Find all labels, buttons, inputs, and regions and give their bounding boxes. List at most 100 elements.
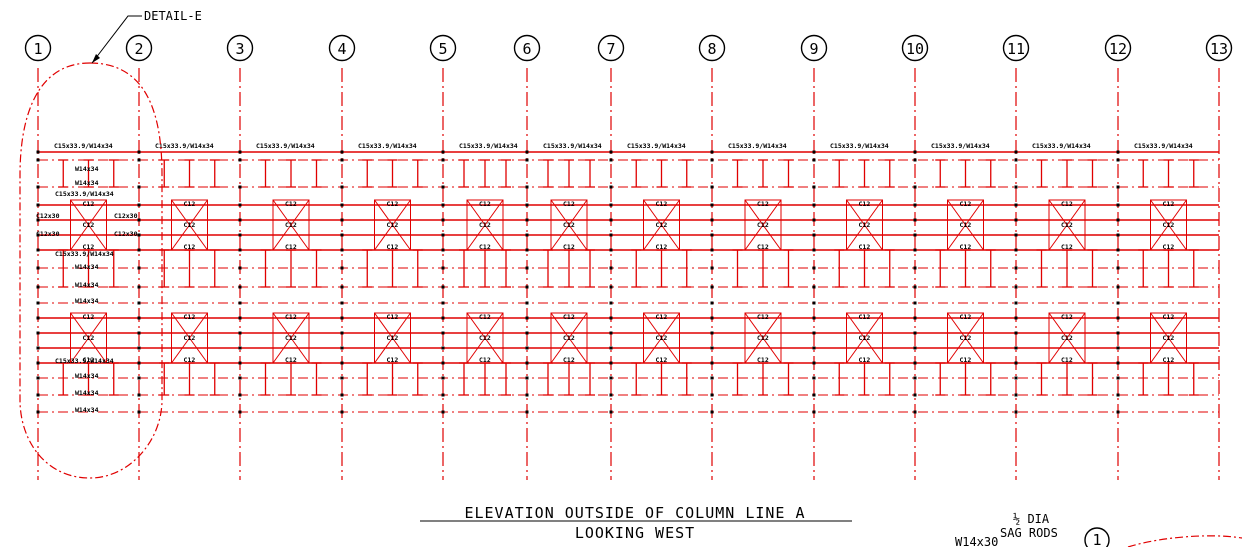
brace-label: C12 xyxy=(757,200,769,208)
column-bubble-label-1: 1 xyxy=(33,40,42,58)
x-brace-diagonal xyxy=(171,312,208,364)
connection-dot xyxy=(238,218,242,222)
connection-dot xyxy=(609,218,613,222)
top-channel-label: C15x33.9/W14x34 xyxy=(1134,142,1193,150)
column-bubble-label-11: 11 xyxy=(1007,40,1025,58)
girt-hangers xyxy=(36,150,1199,414)
brace-label: C12 xyxy=(960,200,972,208)
connection-dot xyxy=(36,150,40,154)
connection-dot xyxy=(525,301,529,305)
connection-dot xyxy=(812,393,816,397)
connection-dot xyxy=(1014,393,1018,397)
side-brace-label: C12x30 xyxy=(114,212,138,220)
brace-label: C12 xyxy=(1163,200,1175,208)
brace-label: C12 xyxy=(563,313,575,321)
connection-dot xyxy=(340,285,344,289)
brace-label: C12 xyxy=(1163,313,1175,321)
connection-dot xyxy=(609,376,613,380)
brace-label: C12 xyxy=(285,356,297,364)
column-bubble-label-7: 7 xyxy=(606,40,615,58)
connection-dot xyxy=(1014,158,1018,162)
connection-dot xyxy=(1116,203,1120,207)
brace-label: C12 xyxy=(656,200,668,208)
brace-label: C12 xyxy=(960,243,972,251)
x-brace-diagonal xyxy=(947,199,984,251)
connection-dot xyxy=(441,376,445,380)
top-channel-label: C15x33.9/W14x34 xyxy=(627,142,686,150)
connection-dot xyxy=(441,393,445,397)
connection-dot xyxy=(525,361,529,365)
girt-label-channel: C15x33.9/W14x34 xyxy=(55,190,114,198)
column-bubble-13 xyxy=(1205,34,1233,62)
connection-dot xyxy=(137,393,141,397)
brace-label: C12 xyxy=(859,221,871,229)
connection-dot xyxy=(36,203,40,207)
brace-label: C12 xyxy=(757,356,769,364)
connection-dot xyxy=(1116,361,1120,365)
connection-dot xyxy=(238,361,242,365)
connection-dot xyxy=(812,285,816,289)
connection-dot xyxy=(340,185,344,189)
x-brace-frame xyxy=(70,312,107,364)
top-channel-label: C15x33.9/W14x34 xyxy=(543,142,602,150)
connection-dot xyxy=(137,158,141,162)
connection-dot xyxy=(812,331,816,335)
connection-dot xyxy=(525,376,529,380)
brace-label: C12 xyxy=(757,313,769,321)
horizontal-girts xyxy=(38,151,1219,413)
top-channel-label: C15x33.9/W14x34 xyxy=(728,142,787,150)
x-brace-frame xyxy=(171,199,208,251)
connection-dot xyxy=(525,393,529,397)
connection-dot xyxy=(913,410,917,414)
connection-dot xyxy=(441,233,445,237)
side-brace-label: C12x30 xyxy=(36,212,60,220)
connection-dot xyxy=(609,361,613,365)
connection-dot xyxy=(609,233,613,237)
girt-label: W14x34 xyxy=(75,263,99,271)
detail-e-label: DETAIL-E xyxy=(144,9,202,23)
connection-dot xyxy=(812,248,816,252)
connection-dot xyxy=(36,361,40,365)
brace-label: C12 xyxy=(563,243,575,251)
connection-dot xyxy=(36,376,40,380)
brace-label: C12 xyxy=(83,313,95,321)
connection-dot xyxy=(525,285,529,289)
connection-dot xyxy=(710,233,714,237)
connection-dot xyxy=(525,150,529,154)
connection-dot xyxy=(36,248,40,252)
x-brace-diagonal xyxy=(466,312,504,364)
top-channel-label: C15x33.9/W14x34 xyxy=(54,142,113,150)
column-bubble-10 xyxy=(901,34,929,62)
connection-dot xyxy=(340,150,344,154)
connection-dot xyxy=(1014,285,1018,289)
connection-dot xyxy=(710,158,714,162)
connection-dot xyxy=(137,410,141,414)
side-brace-label: C12x30 xyxy=(36,230,60,238)
connection-dot xyxy=(36,185,40,189)
brace-label: C12 xyxy=(1163,243,1175,251)
x-brace-frame xyxy=(947,312,984,364)
brace-label: C12 xyxy=(859,334,871,342)
connection-dot xyxy=(1116,233,1120,237)
connection-dot xyxy=(441,301,445,305)
connection-dot xyxy=(913,185,917,189)
connection-dot xyxy=(609,410,613,414)
connection-dot xyxy=(441,158,445,162)
brace-label: C12 xyxy=(656,356,668,364)
x-brace-frame xyxy=(466,312,504,364)
connection-dot xyxy=(525,203,529,207)
connection-dot xyxy=(441,285,445,289)
x-brace-frame xyxy=(171,312,208,364)
connection-dot xyxy=(609,150,613,154)
connection-dot xyxy=(1116,218,1120,222)
connection-dot xyxy=(340,203,344,207)
connection-dot xyxy=(812,150,816,154)
connection-dot xyxy=(1116,248,1120,252)
connection-dot xyxy=(1014,301,1018,305)
connection-dot xyxy=(609,301,613,305)
brace-label: C12 xyxy=(1061,313,1073,321)
connection-dot xyxy=(913,158,917,162)
x-brace-frame xyxy=(70,199,107,251)
connection-dot xyxy=(340,158,344,162)
connection-dot xyxy=(1116,266,1120,270)
